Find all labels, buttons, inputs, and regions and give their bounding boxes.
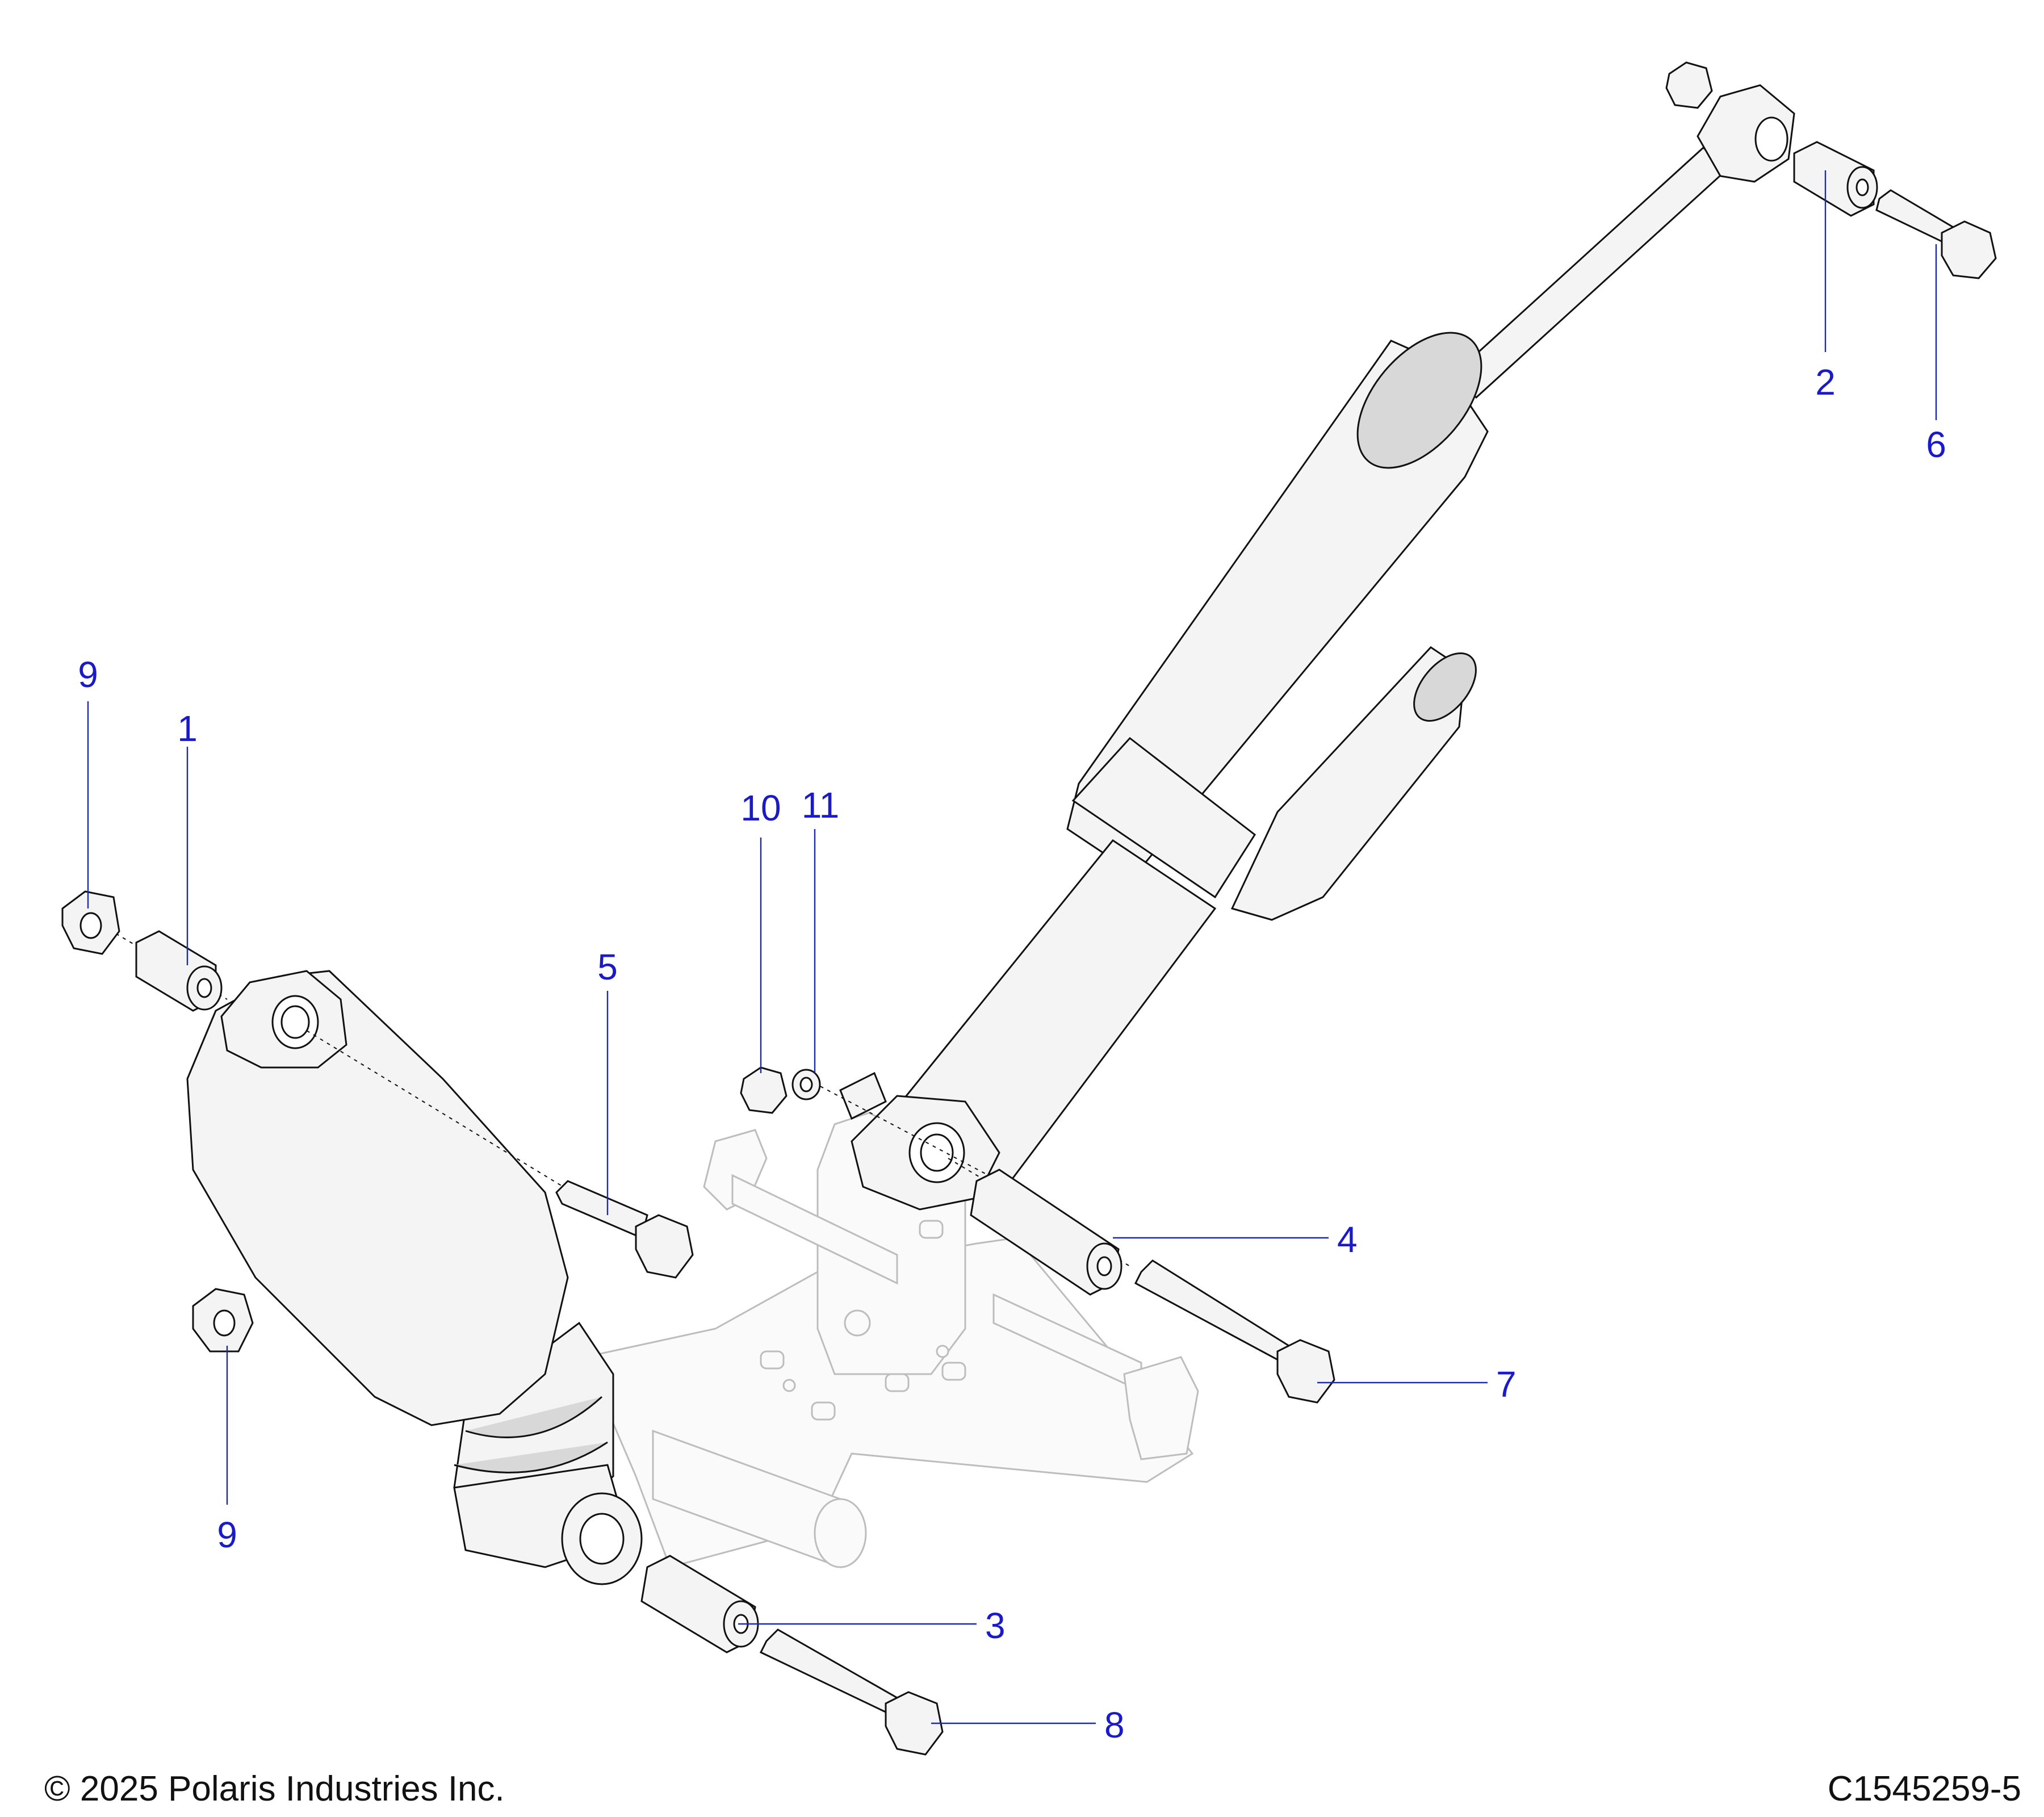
coil-over-shock <box>186 970 643 1585</box>
callout-11: 11 <box>802 785 839 826</box>
callout-6: 6 <box>1926 424 1946 465</box>
callout-2: 2 <box>1815 362 1836 403</box>
spacer-2 <box>1793 141 1878 217</box>
spacer-3 <box>640 1555 759 1653</box>
copyright-text: © 2025 Polaris Industries Inc. <box>44 1769 505 1808</box>
callout-8: 8 <box>1104 1705 1125 1745</box>
bolt-8 <box>759 1628 944 1756</box>
washer-11 <box>791 1069 821 1100</box>
assembly-line <box>306 1030 568 1190</box>
callout-1: 1 <box>177 708 198 749</box>
drawing-number: C1545259-5 <box>1827 1769 2021 1808</box>
bolt-5 <box>555 1180 694 1279</box>
spacer-1 <box>135 930 223 1012</box>
rear-shock-absorber <box>839 84 1795 1211</box>
nut-top <box>1665 61 1713 109</box>
callout-5: 5 <box>597 947 618 987</box>
nut-10 <box>740 1066 788 1114</box>
bolt-6 <box>1875 189 1997 279</box>
callout-10: 10 <box>740 788 781 828</box>
spacer-4 <box>970 1169 1122 1296</box>
mounting-bracket <box>583 1112 1199 1569</box>
callout-4: 4 <box>1337 1219 1358 1260</box>
callout-7: 7 <box>1496 1364 1517 1405</box>
callout-9-lower: 9 <box>217 1514 237 1555</box>
callout-3: 3 <box>985 1605 1006 1646</box>
bolt-7 <box>1134 1259 1335 1404</box>
flange-nut-9-upper <box>61 890 120 955</box>
flange-nut-9-lower <box>192 1288 254 1353</box>
leader-lines <box>87 170 1937 1724</box>
callout-9-upper: 9 <box>78 654 98 695</box>
